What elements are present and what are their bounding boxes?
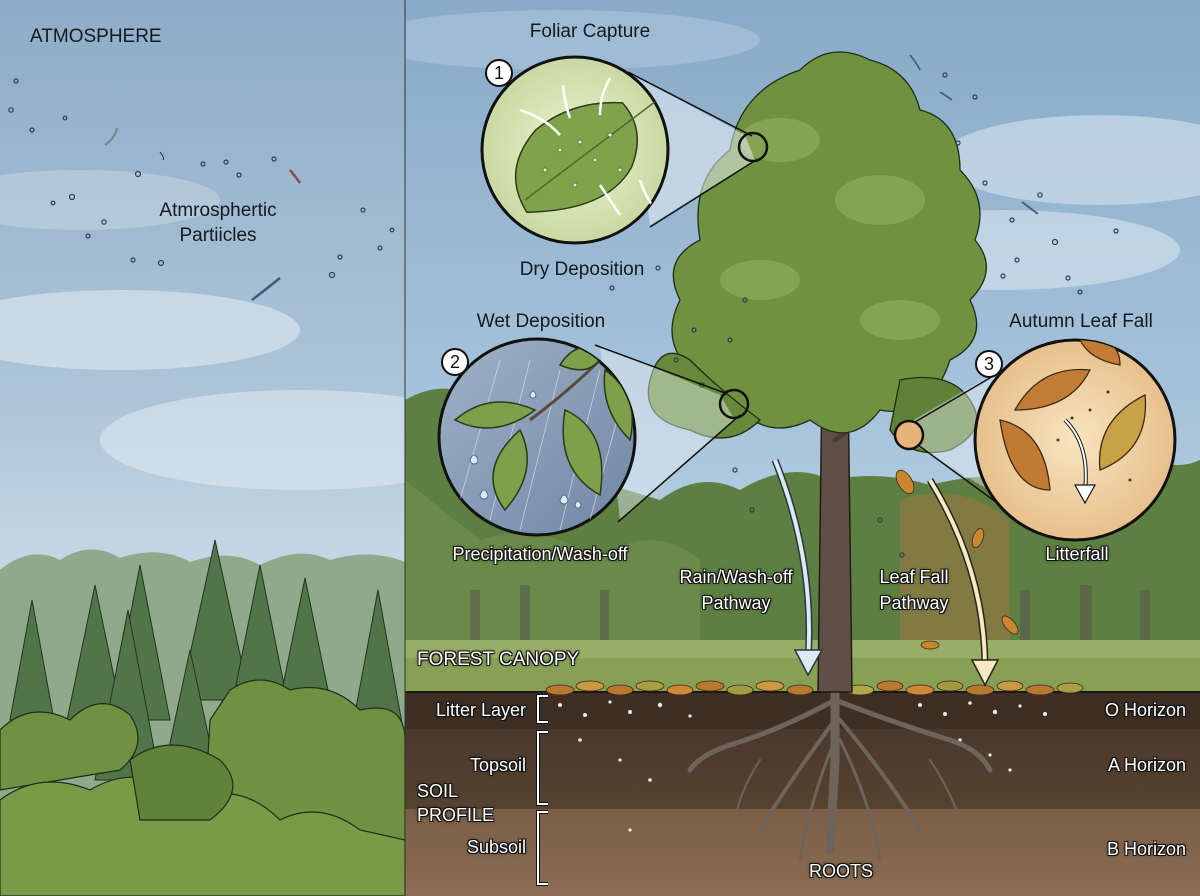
leaf-pathway-label-line1: Leaf Fall [879,567,949,587]
particles-label-line2: Partiicles [179,225,257,246]
callout-wet-deposition [437,337,750,537]
callout-1-number-badge: 1 [485,59,513,87]
soil-profile-label-line1: SOIL [417,781,459,801]
atmospheric-particles [8,54,1119,558]
callout-3-title: Autumn Leaf Fall [1009,311,1153,332]
particles-label-line1: Atmrosphertic [159,200,277,221]
callout-foliar-capture [480,55,769,245]
o-horizon-label: O Horizon [1104,700,1186,720]
callout-1-title: Foliar Capture [529,21,651,42]
litter-layer-label: Litter Layer [435,700,526,720]
rain-pathway-label-line1: Rain/Wash-off [679,567,793,587]
soil-profile-label-line2: PROFILE [417,805,495,825]
forest-canopy-label: FOREST CANOPY [417,649,580,670]
callout-3-number-badge: 3 [975,350,1003,378]
subsoil-label: Subsoil [466,837,526,857]
callout-2-number-badge: 2 [441,348,469,376]
callout-2-caption: Precipitation/Wash-off [452,544,628,564]
callout-autumn-leaf-fall [893,338,1177,542]
left-panel-atmosphere [0,0,405,896]
a-horizon-label: A Horizon [1107,755,1186,775]
callout-3-caption: Litterfall [1045,544,1109,564]
topsoil-label: Topsoil [469,755,526,775]
callout-1-caption: Dry Deposition [519,259,645,280]
rain-washoff-arrow [773,459,812,661]
leaf-pathway-label-line2: Pathway [879,593,949,613]
b-horizon-label: B Horizon [1106,839,1186,859]
callout-2-title: Wet Deposition [476,311,606,332]
leaf-fall-arrow [928,478,987,669]
atmosphere-label: ATMOSPHERE [30,26,162,47]
rain-pathway-label-line2: Pathway [701,593,771,613]
roots-label: ROOTS [808,861,874,881]
roots-illustration [687,687,993,862]
